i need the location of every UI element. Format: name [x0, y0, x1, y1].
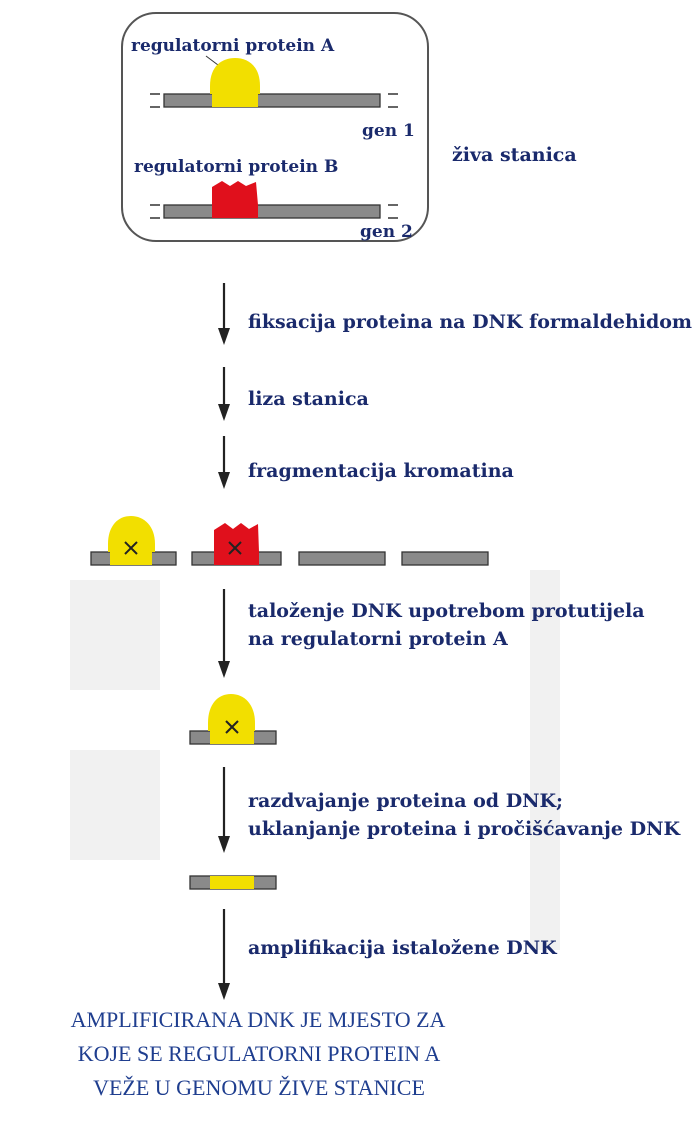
arrow-fixation	[218, 283, 230, 345]
gene-1-dna	[150, 93, 398, 108]
living-cell-label: živa stanica	[452, 144, 577, 166]
step-separation-label-2: uklanjanje proteina i pročišćavanje DNK	[248, 818, 681, 840]
protein-a-label: regulatorni protein A	[131, 36, 335, 56]
step-precipitation-label-1: taloženje DNK upotrebom protutijela	[248, 600, 645, 622]
conclusion-line-3: VEŽE U GENOMU ŽIVE STANICE	[93, 1075, 425, 1100]
arrow-amplification	[218, 909, 230, 1000]
conclusion-line-2: KOJE SE REGULATORNI PROTEIN A	[78, 1041, 441, 1066]
step-fragmentation-label: fragmentacija kromatina	[248, 460, 514, 482]
living-cell: regulatorni protein A gen 1 regulatorni …	[121, 12, 429, 242]
arrow-fragmentation	[218, 436, 230, 489]
fragment-protein-b	[191, 523, 282, 566]
background-artifact	[70, 580, 160, 690]
background-artifact	[70, 750, 160, 860]
gene-2-dna	[150, 204, 398, 219]
fragment-protein-a	[90, 516, 177, 566]
arrow-separation	[218, 767, 230, 853]
arrow-lysis	[218, 367, 230, 421]
gene-2-label: gen 2	[360, 222, 413, 242]
step-separation-label-1: razdvajanje proteina od DNK;	[248, 790, 563, 812]
step-fixation-label: fiksacija proteina na DNK formaldehidom	[248, 311, 692, 333]
fragment-bare-1	[298, 551, 386, 566]
precipitated-fragment	[189, 694, 277, 745]
step-amplification-label: amplifikacija istaložene DNK	[248, 937, 558, 959]
step-lysis-label: liza stanica	[248, 388, 369, 410]
fragment-bare-2	[401, 551, 489, 566]
protein-a-shape	[210, 58, 260, 94]
background-artifact	[530, 570, 560, 950]
cell-outline	[121, 12, 429, 242]
gene-1-label: gen 1	[362, 121, 415, 141]
protein-b-label: regulatorni protein B	[134, 157, 338, 177]
conclusion-line-1: AMPLIFICIRANA DNK JE MJESTO ZA	[71, 1007, 446, 1032]
step-precipitation-label-2: na regulatorni protein A	[248, 628, 508, 650]
protein-b-shape	[212, 181, 258, 205]
purified-dna	[189, 875, 277, 890]
arrow-precipitation	[218, 589, 230, 678]
